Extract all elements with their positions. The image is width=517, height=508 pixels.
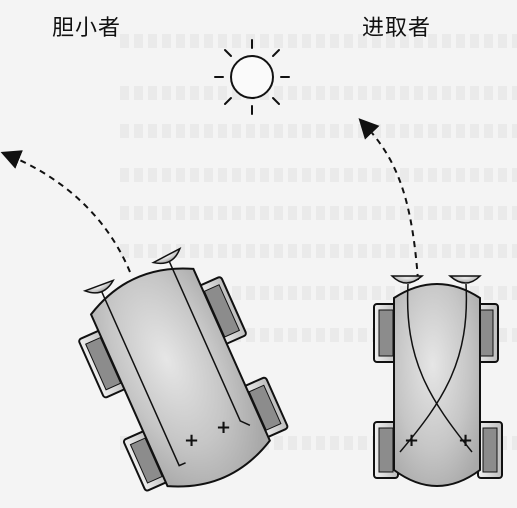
label-aggressive: 进取者: [362, 16, 432, 41]
vehicle-aggressive-icon: + +: [358, 118, 503, 487]
path-arrow-aggressive: [358, 118, 419, 281]
plus-sign-left: +: [184, 430, 199, 451]
plus-sign-right: +: [458, 430, 473, 451]
vehicle-coward-icon: + +: [0, 150, 289, 492]
sun-icon: [214, 39, 290, 115]
path-arrow-coward: [0, 150, 131, 273]
label-coward: 胆小者: [52, 16, 122, 41]
plus-sign-right: +: [216, 417, 231, 438]
plus-sign-left: +: [404, 430, 419, 451]
